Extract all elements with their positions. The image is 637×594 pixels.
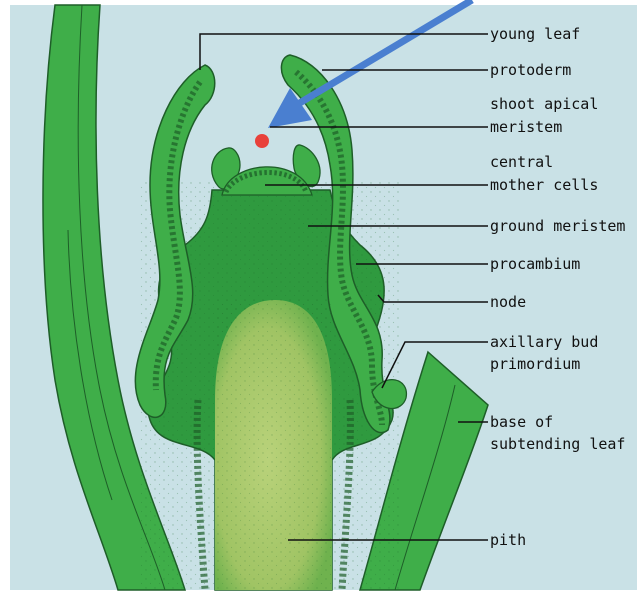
label-axillary-bud-line1: axillary bud <box>490 333 598 351</box>
label-ground-meristem: ground meristem <box>490 217 625 235</box>
label-node: node <box>490 293 526 311</box>
label-axillary-bud-line2: primordium <box>490 355 580 373</box>
red-dot-icon <box>255 134 269 148</box>
label-shoot-apical-line1: shoot apical <box>490 95 598 113</box>
label-base-subtending-line1: base of <box>490 413 553 431</box>
label-protoderm: protoderm <box>490 61 571 79</box>
label-pith: pith <box>490 531 526 549</box>
label-central-mother-line2: mother cells <box>490 176 598 194</box>
label-shoot-apical-line2: meristem <box>490 118 562 136</box>
label-procambium: procambium <box>490 255 580 273</box>
label-central-mother-line1: central <box>490 153 553 171</box>
label-young-leaf: young leaf <box>490 25 580 43</box>
pith-dot-texture <box>215 300 332 590</box>
label-base-subtending-line2: subtending leaf <box>490 435 625 453</box>
